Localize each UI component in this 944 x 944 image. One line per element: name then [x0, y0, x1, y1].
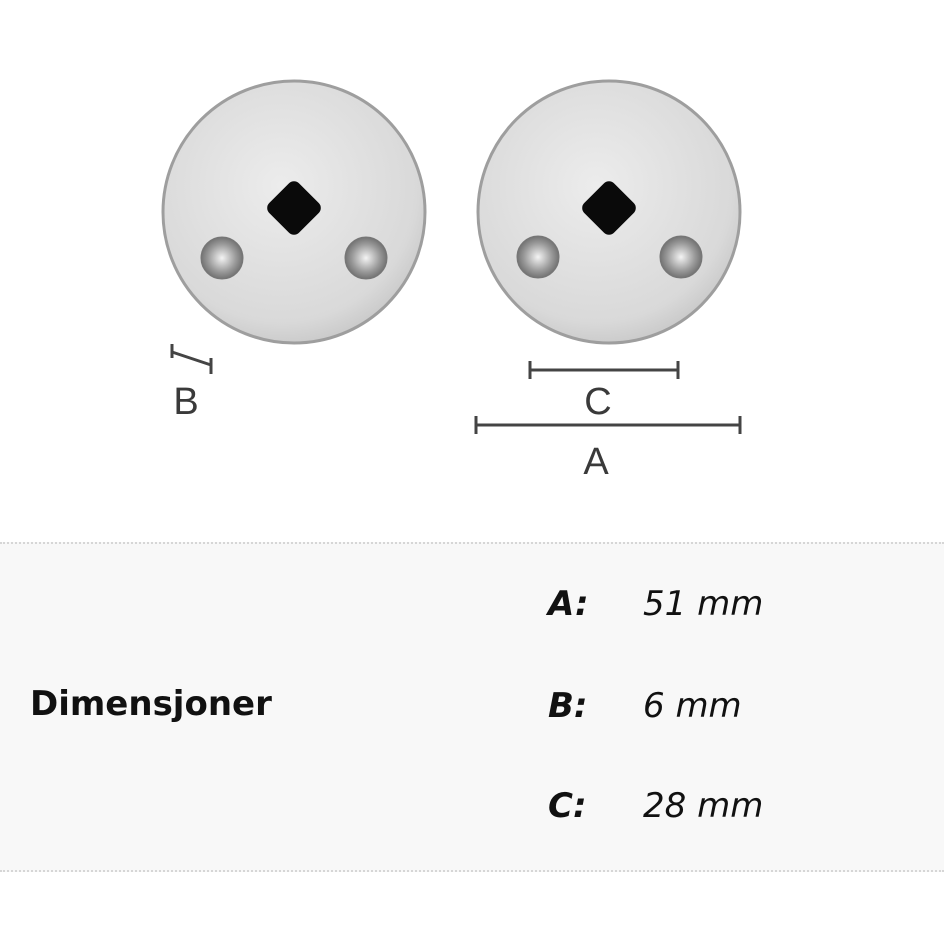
square-spindle-hole-icon	[582, 181, 636, 235]
dimension-row-c: C: 28 mm	[548, 786, 763, 826]
screw-icon	[344, 236, 388, 280]
screw-icon	[516, 235, 560, 279]
dimension-line-a	[474, 416, 742, 434]
dimension-label: C:	[548, 786, 587, 826]
dimension-label: A:	[548, 584, 589, 624]
rosette-front-view-left	[161, 79, 427, 345]
rosette-front-view-right	[476, 79, 742, 345]
dimension-label-c: C	[584, 381, 611, 423]
dimension-line-b	[170, 344, 213, 374]
square-spindle-hole-icon	[267, 181, 321, 235]
screw-icon	[200, 236, 244, 280]
dimensions-heading: Dimensjoner	[30, 684, 272, 724]
dimension-value: 51 mm	[643, 584, 764, 624]
dimension-label: B:	[548, 686, 588, 726]
dimension-row-b: B: 6 mm	[548, 686, 742, 726]
rosette-diagram: B C A	[161, 79, 742, 483]
screw-icon	[659, 235, 703, 279]
dimension-line-c	[528, 361, 680, 379]
dimensions-table	[0, 542, 944, 872]
dimension-row-a: A: 51 mm	[548, 584, 763, 624]
dimension-value: 6 mm	[643, 686, 742, 726]
dimension-label-b: B	[173, 381, 198, 423]
dimension-value: 28 mm	[643, 786, 764, 826]
dimension-label-a: A	[583, 441, 609, 483]
